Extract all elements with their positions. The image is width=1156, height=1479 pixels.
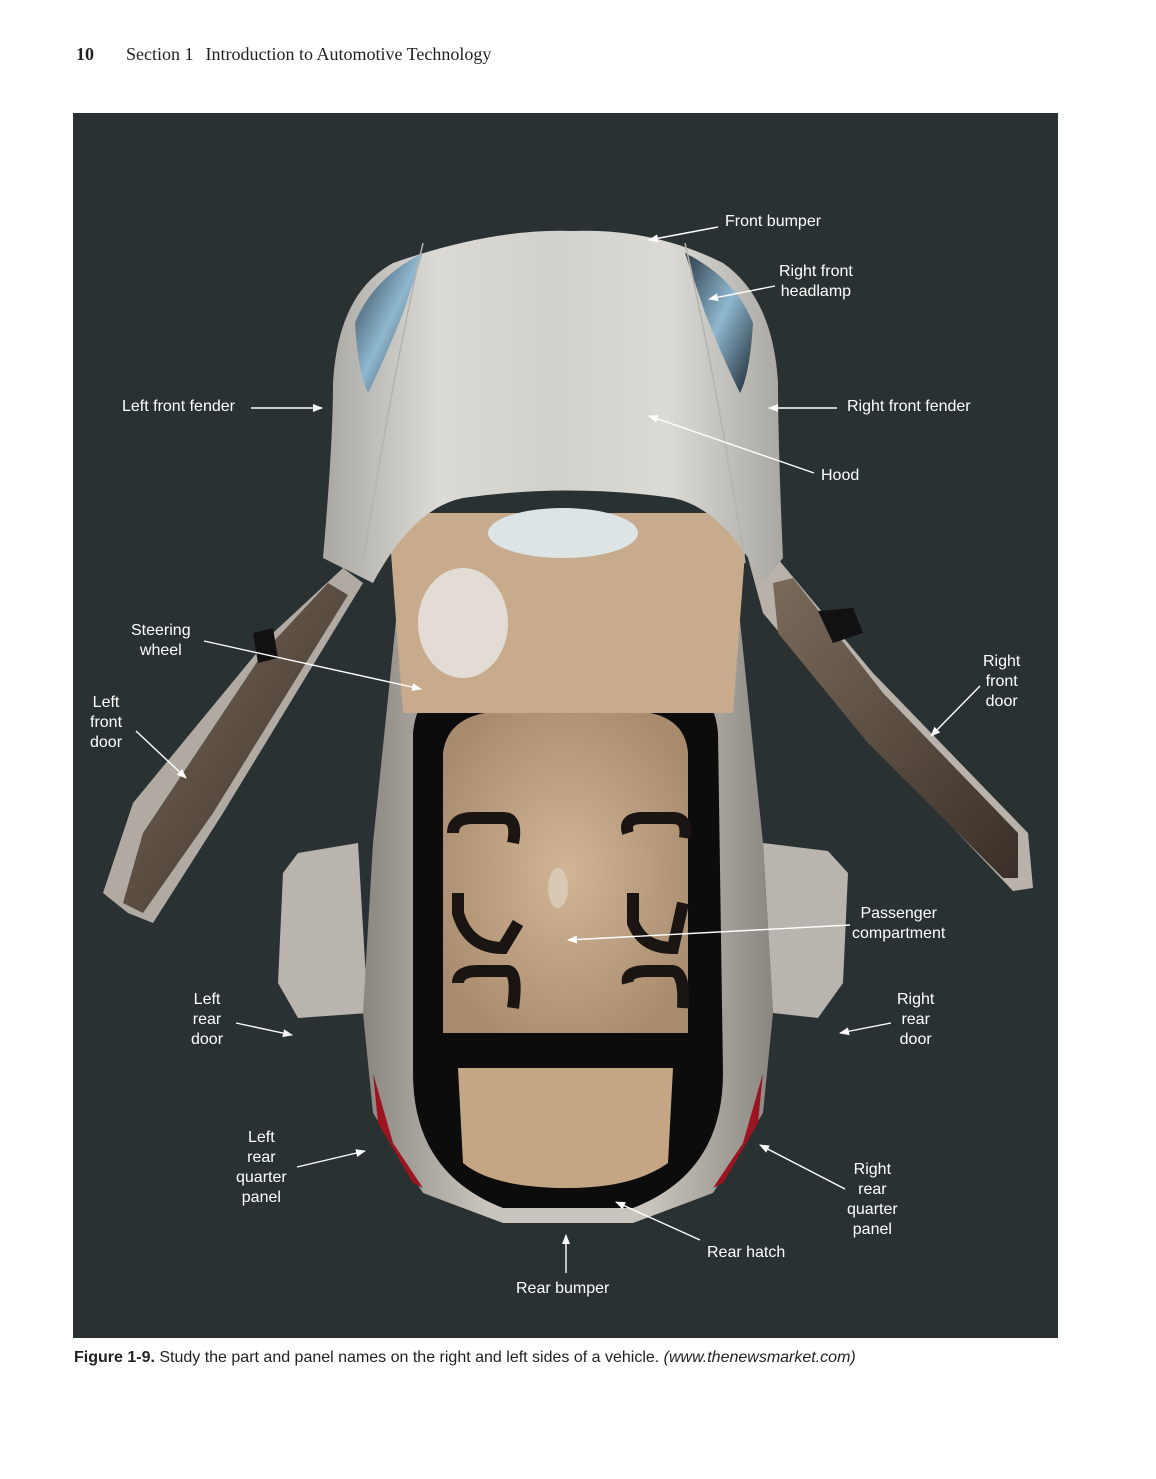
arrow-right-front-door <box>930 685 981 737</box>
arrow-right-rear-quarter-panel <box>759 1144 846 1190</box>
chapter-title: Introduction to Automotive Technology <box>205 44 492 64</box>
left-headlamp-shape <box>355 253 423 393</box>
steering-wheel-shape <box>418 568 508 678</box>
label-right-front-fender: Right front fender <box>847 398 971 415</box>
arrow-right-front-headlamp <box>708 285 776 302</box>
left-tail-light <box>373 1073 423 1188</box>
right-headlamp-shape <box>685 253 753 393</box>
page-number: 10 <box>76 44 94 64</box>
hood-shape <box>323 230 783 583</box>
label-left-rear-quarter-panel: Left rear quarter panel <box>236 1129 287 1206</box>
arrow-left-rear-door <box>235 1022 293 1038</box>
vehicle-illustration <box>103 226 1033 1273</box>
right-front-door-shape <box>748 553 1033 891</box>
label-steering-wheel: Steering wheel <box>131 622 191 659</box>
label-left-front-fender: Left front fender <box>122 398 235 415</box>
arrow-left-rear-quarter-panel <box>296 1149 366 1168</box>
label-left-rear-door: Left rear door <box>191 991 224 1048</box>
right-tail-light <box>713 1073 763 1188</box>
dash-display <box>488 508 638 558</box>
interior-cabin <box>443 711 688 1033</box>
label-right-front-door: Right front door <box>983 653 1021 710</box>
arrow-steering-wheel <box>203 640 422 691</box>
caption-text: Study the part and panel names on the ri… <box>154 1349 664 1366</box>
arrow-left-front-door <box>135 730 187 779</box>
running-header: 10 Section 1 Introduction to Automotive Te… <box>76 44 491 65</box>
label-rear-bumper: Rear bumper <box>516 1280 610 1297</box>
arrow-front-bumper <box>648 226 719 243</box>
center-console <box>548 868 568 908</box>
label-passenger-compartment: Passenger compartment <box>852 905 946 942</box>
label-hood: Hood <box>821 467 860 484</box>
label-right-rear-quarter-panel: Right rear quarter panel <box>847 1161 898 1238</box>
left-front-door-shape <box>103 568 363 923</box>
caption-credit: (www.thenewsmarket.com) <box>663 1349 856 1366</box>
label-right-front-headlamp: Right front headlamp <box>779 263 853 300</box>
label-rear-hatch: Rear hatch <box>707 1244 786 1261</box>
arrow-rear-hatch <box>615 1201 701 1241</box>
arrow-hood <box>648 415 815 474</box>
right-rear-door-shape <box>763 843 848 1018</box>
label-front-bumper: Front bumper <box>725 213 822 230</box>
arrow-passenger-compartment <box>567 924 851 944</box>
left-rear-door-shape <box>278 843 368 1018</box>
leader-arrows <box>135 226 981 1273</box>
label-right-rear-door: Right rear door <box>897 991 935 1048</box>
seats <box>447 812 692 1009</box>
vehicle-figure: Front bumper Right front headlamp Left f… <box>73 113 1058 1338</box>
cargo-area <box>458 1068 673 1188</box>
section-label: Section 1 <box>126 44 194 64</box>
figure-number: Figure 1-9. <box>74 1349 155 1366</box>
label-left-front-door: Left front door <box>90 694 123 751</box>
arrow-right-rear-door <box>839 1022 892 1036</box>
figure-caption: Figure 1-9. Study the part and panel nam… <box>74 1349 856 1367</box>
